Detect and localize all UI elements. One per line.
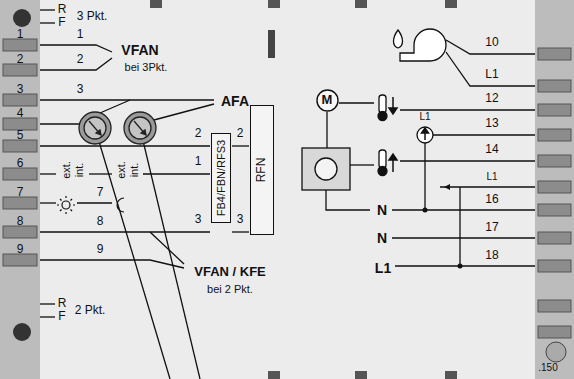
signal-label: N xyxy=(377,230,387,246)
terminal-number: 1 xyxy=(77,28,84,42)
terminal-number: 14 xyxy=(485,143,498,157)
terminal-number: 17 xyxy=(485,221,498,235)
signal-label: 3 Pkt. xyxy=(77,10,108,24)
signal-label: L1 xyxy=(485,68,498,82)
signal-label: ext. xyxy=(115,161,128,179)
signal-label: R xyxy=(58,3,67,17)
terminal-number: 9 xyxy=(97,243,104,257)
motor-circle: M xyxy=(316,89,339,112)
terminal-number: 3 xyxy=(195,213,202,227)
signal-label: L1 xyxy=(486,171,497,183)
terminal-number: 7 xyxy=(17,186,24,200)
node-text-group: M xyxy=(322,93,333,108)
signal-label: L1 xyxy=(375,260,391,276)
terminal-number: 2 xyxy=(195,127,202,141)
terminal-number: 2 xyxy=(77,53,84,67)
terminal-number: 10 xyxy=(485,36,498,50)
signal-label: VFAN / KFE xyxy=(194,265,266,280)
terminal-number: 8 xyxy=(17,215,24,229)
signal-label: AFA xyxy=(221,93,249,109)
terminal-number: 8 xyxy=(97,215,104,229)
terminal-number: 3 xyxy=(237,213,244,227)
signal-label: .150 xyxy=(538,362,557,374)
terminal-number: 2 xyxy=(237,127,244,141)
node-text-group: FB4/FBN/RFS3 xyxy=(215,140,228,216)
terminal-number: 1 xyxy=(17,28,24,42)
signal-label: VFAN xyxy=(121,42,158,58)
plug-box: FB4/FBN/RFS3 xyxy=(211,133,231,223)
signal-label: R xyxy=(58,297,67,311)
signal-label: int. xyxy=(73,163,86,178)
signal-label: 2 Pkt. xyxy=(75,304,106,318)
signal-label: int. xyxy=(128,163,141,178)
node-label: FB4/FBN/RFS3 xyxy=(215,140,228,216)
terminal-number: 1 xyxy=(195,155,202,169)
plug-box: RFN xyxy=(250,105,274,235)
terminal-number: 3 xyxy=(17,83,24,97)
signal-label: bei 2 Pkt. xyxy=(207,283,253,296)
signal-label: L1 xyxy=(419,111,430,123)
terminal-number: 3 xyxy=(77,83,84,97)
signal-label: F xyxy=(58,310,65,324)
terminal-number: 6 xyxy=(17,157,24,171)
signal-label: N xyxy=(377,202,387,218)
terminal-number: 7 xyxy=(97,186,104,200)
signal-label: F xyxy=(58,16,65,30)
terminal-number: 4 xyxy=(17,107,24,121)
signal-label: ext. xyxy=(60,161,73,179)
node-label: RFN xyxy=(255,158,269,183)
terminal-number: 16 xyxy=(485,193,498,207)
signal-label: bei 3Pkt. xyxy=(125,61,168,74)
node-text-group: RFN xyxy=(255,158,269,183)
terminal-number: 5 xyxy=(17,129,24,143)
terminal-number: 13 xyxy=(485,117,498,131)
terminal-number: 12 xyxy=(485,92,498,106)
terminal-number: 9 xyxy=(17,243,24,257)
terminal-number: 18 xyxy=(485,249,498,263)
terminal-number: 2 xyxy=(17,53,24,67)
node-label: M xyxy=(322,93,333,108)
